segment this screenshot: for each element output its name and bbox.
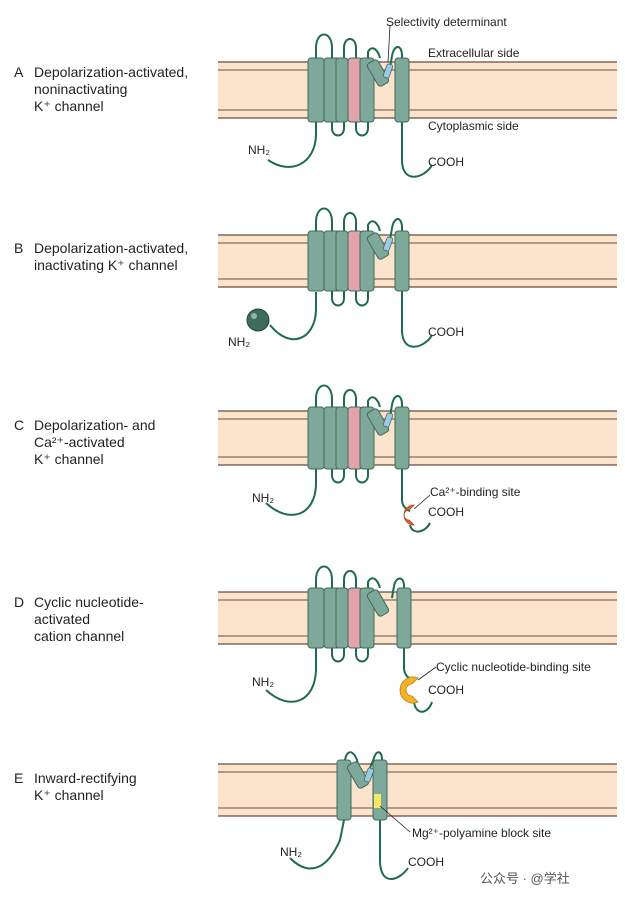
title-line: cation channel bbox=[34, 628, 125, 644]
extracellular-side-label: Extracellular side bbox=[428, 46, 520, 60]
panel-d-title: D Cyclic nucleotide- activated cation cha… bbox=[14, 594, 144, 645]
panel-letter: B bbox=[14, 240, 24, 256]
panel-d: D Cyclic nucleotide- activated cation cha… bbox=[0, 550, 625, 740]
title-line: activated bbox=[34, 611, 91, 627]
ca-binding-site bbox=[403, 504, 415, 526]
title-line: inactivating K⁺ channel bbox=[34, 257, 178, 273]
cooh-terminus-label: COOH bbox=[428, 505, 464, 519]
title-line: Depolarization-activated, bbox=[34, 240, 189, 256]
membrane bbox=[218, 763, 617, 817]
watermark: 公众号 · @学社 bbox=[480, 871, 570, 886]
title-line: Depolarization- and bbox=[34, 417, 156, 433]
panel-a: A Depolarization-activated, noninactivati… bbox=[0, 0, 625, 190]
channel-diagram-c: Ca²⁺-binding site NH₂ COOH bbox=[218, 384, 617, 533]
title-line: Depolarization-activated, bbox=[34, 64, 189, 80]
membrane bbox=[218, 61, 617, 119]
polypeptide-chain bbox=[269, 207, 433, 348]
mg-polyamine-block-site bbox=[374, 794, 381, 808]
selectivity-filter bbox=[363, 767, 375, 783]
membrane bbox=[218, 410, 617, 466]
nh2-terminus-label: NH₂ bbox=[252, 491, 274, 505]
ca-site-pointer bbox=[413, 494, 431, 510]
panel-letter: C bbox=[14, 417, 25, 433]
title-line: K⁺ channel bbox=[34, 98, 104, 114]
transmembrane-helices bbox=[307, 230, 410, 292]
title-line: K⁺ channel bbox=[34, 787, 104, 803]
polypeptide-chain bbox=[289, 751, 409, 880]
channel-diagram-e: Mg²⁺-polyamine block site NH₂ COOH bbox=[218, 751, 617, 880]
polypeptide-chain bbox=[267, 33, 433, 178]
mg-site-pointer bbox=[379, 805, 411, 833]
cooh-terminus-label: COOH bbox=[428, 155, 464, 169]
cooh-terminus-label: COOH bbox=[428, 683, 464, 697]
nh2-terminus-label: NH₂ bbox=[228, 335, 250, 349]
cn-binding-site-label: Cyclic nucleotide-binding site bbox=[436, 660, 591, 674]
panel-c: C Depolarization- and Ca²⁺-activated K⁺ c… bbox=[0, 365, 625, 550]
panel-letter: A bbox=[14, 64, 24, 80]
cyclic-nucleotide-binding-site bbox=[399, 676, 419, 704]
panel-letter: E bbox=[14, 770, 24, 786]
panel-a-title: A Depolarization-activated, noninactivati… bbox=[14, 64, 188, 115]
panel-letter: D bbox=[14, 594, 25, 610]
title-line: Ca²⁺-activated bbox=[34, 434, 125, 450]
membrane bbox=[218, 234, 617, 288]
selectivity-filter bbox=[382, 63, 394, 79]
title-line: K⁺ channel bbox=[34, 451, 104, 467]
selectivity-pointer bbox=[387, 25, 391, 63]
panel-b: B Depolarization-activated, inactivating … bbox=[0, 190, 625, 365]
inactivation-ball bbox=[246, 308, 270, 332]
channel-diagram-d: Cyclic nucleotide-binding site NH₂ COOH bbox=[218, 565, 617, 713]
channel-diagram-b: NH₂ COOH bbox=[218, 207, 617, 349]
panel-e: E Inward-rectifying K⁺ channel Mg²⁺-polya… bbox=[0, 740, 625, 901]
selectivity-determinant-label: Selectivity determinant bbox=[386, 15, 507, 29]
polypeptide-chain bbox=[265, 384, 431, 533]
nh2-terminus-label: NH₂ bbox=[248, 143, 270, 157]
title-line: Inward-rectifying bbox=[34, 770, 137, 786]
transmembrane-helices bbox=[307, 406, 410, 470]
panel-b-title: B Depolarization-activated, inactivating … bbox=[14, 240, 188, 274]
transmembrane-helices bbox=[307, 587, 412, 649]
cooh-terminus-label: COOH bbox=[428, 325, 464, 339]
membrane bbox=[218, 591, 617, 645]
transmembrane-helices bbox=[307, 57, 410, 123]
selectivity-filter bbox=[382, 236, 394, 252]
title-line: noninactivating bbox=[34, 81, 128, 97]
panel-e-title: E Inward-rectifying K⁺ channel bbox=[14, 770, 137, 804]
transmembrane-helices bbox=[336, 759, 388, 821]
title-line: Cyclic nucleotide- bbox=[34, 594, 144, 610]
nh2-terminus-label: NH₂ bbox=[280, 845, 302, 859]
ca-binding-site-label: Ca²⁺-binding site bbox=[430, 485, 521, 499]
channel-diagram-a: Selectivity determinant Extracellular si… bbox=[218, 15, 617, 178]
ball-highlight bbox=[251, 313, 257, 319]
cytoplasmic-side-label: Cytoplasmic side bbox=[428, 119, 519, 133]
panel-c-title: C Depolarization- and Ca²⁺-activated K⁺ c… bbox=[14, 417, 155, 468]
selectivity-filter bbox=[382, 412, 394, 428]
cooh-terminus-label: COOH bbox=[408, 855, 444, 869]
mg-block-site-label: Mg²⁺-polyamine block site bbox=[412, 826, 551, 840]
polypeptide-chain bbox=[265, 565, 433, 713]
cn-site-pointer bbox=[417, 666, 437, 681]
nh2-terminus-label: NH₂ bbox=[252, 675, 274, 689]
